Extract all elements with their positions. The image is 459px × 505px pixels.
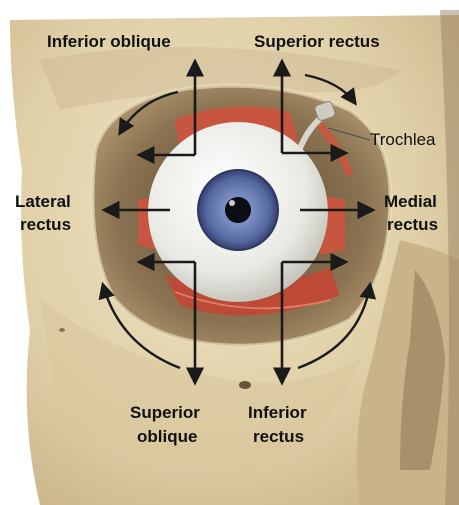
label-inferior-rectus-line2: rectus [253, 427, 304, 446]
label-superior-oblique-line2: oblique [137, 427, 197, 446]
label-inferior-oblique: Inferior oblique [47, 32, 171, 51]
label-superior-rectus: Superior rectus [254, 32, 380, 51]
label-lateral-rectus-line2: rectus [20, 215, 71, 234]
label-medial-rectus-line2: rectus [387, 215, 438, 234]
label-lateral-rectus-line1: Lateral [15, 192, 71, 211]
eyeball [148, 122, 328, 302]
label-superior-oblique-line1: Superior [130, 403, 200, 422]
label-trochlea: Trochlea [370, 130, 436, 149]
label-medial-rectus-line1: Medial [384, 192, 437, 211]
label-inferior-rectus-line1: Inferior [248, 403, 307, 422]
